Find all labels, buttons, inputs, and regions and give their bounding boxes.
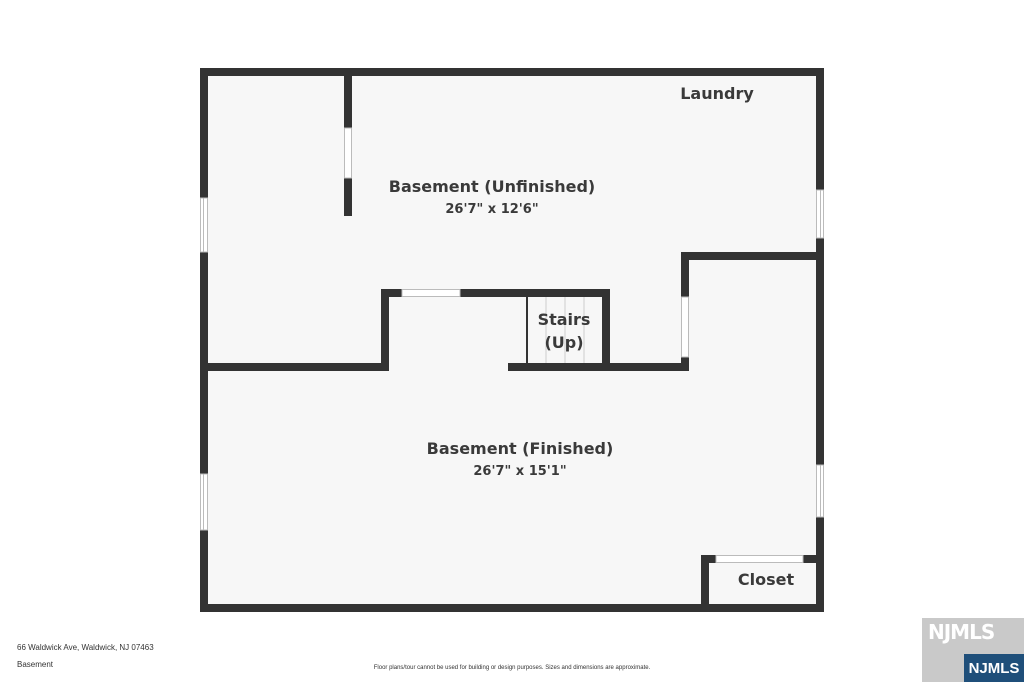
wall-mid-bottom (508, 363, 689, 371)
wall-right (816, 68, 824, 612)
doorway (344, 127, 352, 179)
room-label-basement-finished: Basement (Finished) (426, 439, 614, 458)
logo-badge: NJMLS (964, 654, 1024, 682)
room-label-basement-unfinished: Basement (Unfinished) (388, 177, 596, 196)
wall-mid-vert (381, 289, 389, 371)
disclaimer: Floor plans/tour cannot be used for buil… (373, 665, 651, 671)
wall-closet-vert (701, 555, 709, 604)
wall-top (200, 68, 824, 76)
room-dims-basement-unfinished: 26'7" x 12'6" (445, 202, 539, 217)
stairs (526, 297, 585, 363)
wall-bottom (200, 604, 824, 612)
njmls-logo: NJMLS NJMLS (922, 618, 1024, 682)
floor-area (200, 68, 824, 612)
wall-stairs-right (602, 289, 610, 371)
floor-name: Basement (17, 660, 54, 669)
wall-right-horiz (681, 252, 816, 260)
doorway (681, 296, 689, 358)
room-label-closet: Closet (737, 570, 795, 589)
wall-mid-left (208, 363, 389, 371)
address: 66 Waldwick Ave, Waldwick, NJ 07463 (17, 643, 154, 652)
doorway (401, 289, 461, 297)
doorway (715, 555, 804, 563)
logo-watermark: NJMLS (928, 620, 995, 644)
wall-left (200, 68, 208, 612)
room-label-stairs: Stairs (537, 310, 591, 329)
room-label-stairs-up: (Up) (544, 333, 584, 352)
room-dims-basement-finished: 26'7" x 15'1" (473, 464, 567, 479)
wall-stairs-top (381, 289, 610, 297)
room-label-laundry: Laundry (680, 84, 754, 103)
